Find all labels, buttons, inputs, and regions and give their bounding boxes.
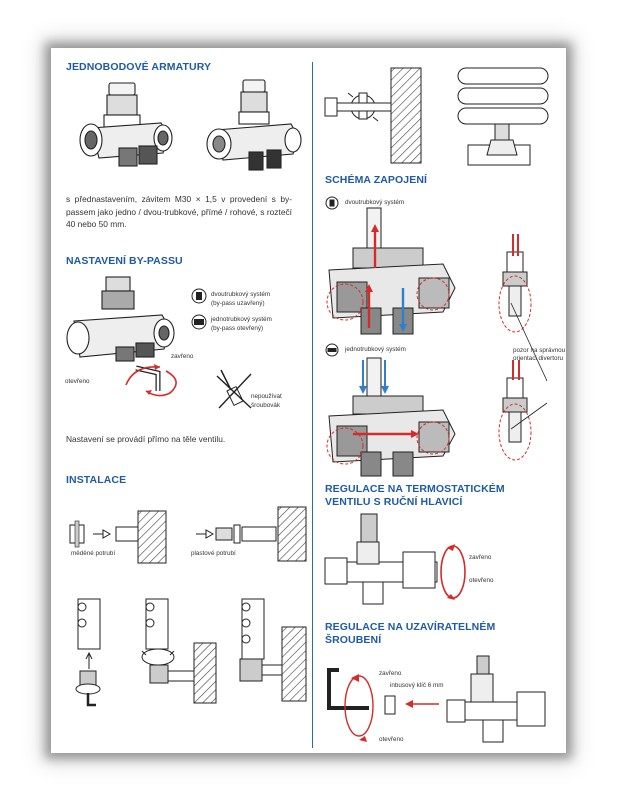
note-divertor-line2: orientaci divertoru bbox=[513, 355, 564, 362]
heading-bypass-setting: NASTAVENÍ BY-PASSU bbox=[66, 255, 183, 267]
no-screwdriver-icon bbox=[216, 369, 252, 409]
label-copper-pipe: měděné potrubí bbox=[71, 550, 116, 557]
label-lockshield-open: otevřeno bbox=[379, 736, 404, 743]
one-pipe-symbol-icon bbox=[325, 343, 339, 357]
legend-two-pipe-note: (by-pass uzavřený) bbox=[211, 300, 265, 307]
warning-line2: šroubovák bbox=[251, 402, 281, 409]
label-two-pipe-system: dvoutrubkový systém bbox=[345, 199, 405, 206]
label-thermo-open: otevřeno bbox=[469, 577, 494, 584]
one-pipe-scheme-drawing bbox=[326, 357, 456, 477]
bypass-legend-icons bbox=[191, 288, 207, 330]
heading-connection-scheme: SCHÉMA ZAPOJENÍ bbox=[325, 174, 428, 186]
note-divertor-line1: pozor na správnou bbox=[513, 347, 566, 354]
heading-thermostatic-line1: REGULACE NA TERMOSTATICKÉM bbox=[325, 483, 505, 495]
legend-one-pipe: jednotrubkový systém bbox=[211, 316, 272, 323]
lockshield-drawing bbox=[327, 655, 546, 743]
heading-lockshield-line1: REGULACE NA UZAVÍRATELNÉM bbox=[325, 621, 496, 633]
straight-valve-drawing bbox=[79, 82, 173, 167]
warning-line1: nepoužívat bbox=[251, 393, 282, 400]
instruction-sheet: JEDNOBODOVÉ ARMATURY s p bbox=[51, 48, 566, 753]
legend-two-pipe: dvoutrubkový systém bbox=[211, 291, 271, 298]
two-pipe-scheme-drawing bbox=[326, 207, 456, 335]
radiator-connection-drawing bbox=[324, 67, 549, 166]
two-pipe-symbol-icon bbox=[325, 196, 339, 210]
label-one-pipe-system: jednotrubkový systém bbox=[345, 346, 406, 353]
legend-one-pipe-note: (by-pass otevřený) bbox=[211, 325, 264, 332]
installation-pipes-drawing bbox=[69, 506, 307, 564]
label-hex-key: inbusový klíč 6 mm bbox=[390, 682, 444, 689]
angle-valve-drawing bbox=[206, 79, 302, 171]
divertor-parts-drawing bbox=[498, 234, 532, 461]
heading-installation: INSTALACE bbox=[66, 474, 127, 486]
thermostatic-valve-drawing bbox=[324, 513, 466, 605]
valve-illustrations bbox=[79, 79, 302, 171]
section2-description: Nastavení se provádí přímo na těle venti… bbox=[66, 434, 226, 444]
section1-description: s přednastavením, závitem M30 × 1,5 v pr… bbox=[66, 194, 292, 229]
heading-single-point-fittings: JEDNOBODOVÉ ARMATURY bbox=[66, 61, 212, 73]
label-thermo-closed: zavřeno bbox=[469, 554, 492, 561]
label-plastic-pipe: plastové potrubí bbox=[191, 550, 236, 557]
label-open: otevřeno bbox=[65, 378, 90, 385]
bypass-valve-drawing bbox=[66, 276, 177, 397]
divertor-pointer-lines bbox=[510, 302, 548, 430]
column-divider bbox=[312, 62, 313, 748]
label-lockshield-closed: zavřeno bbox=[379, 670, 402, 677]
heading-thermostatic-line2: VENTILU S RUČNÍ HLAVICÍ bbox=[325, 496, 463, 508]
label-closed: zavřeno bbox=[171, 353, 194, 360]
heading-lockshield-line2: ŠROUBENÍ bbox=[325, 634, 382, 646]
installation-steps-drawing bbox=[75, 598, 307, 707]
